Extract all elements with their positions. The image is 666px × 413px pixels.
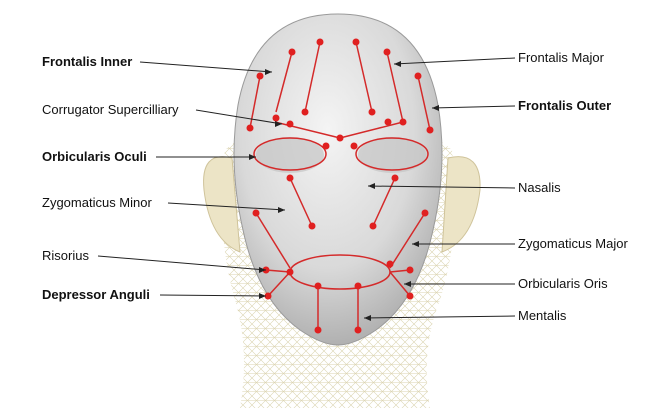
label-orbicularis-oculi: Orbicularis Oculi — [42, 150, 147, 164]
label-risorius: Risorius — [42, 249, 89, 263]
label-zygomaticus-minor: Zygomaticus Minor — [42, 196, 152, 210]
label-depressor-anguli: Depressor Anguli — [42, 288, 150, 302]
label-corrugator-supercilliary: Corrugator Supercilliary — [42, 103, 179, 117]
label-orbicularis-oris: Orbicularis Oris — [518, 277, 608, 291]
label-nasalis: Nasalis — [518, 181, 561, 195]
label-frontalis-major: Frontalis Major — [518, 51, 604, 65]
label-frontalis-outer: Frontalis Outer — [518, 99, 611, 113]
right-ear — [442, 157, 480, 252]
label-mentalis: Mentalis — [518, 309, 566, 323]
label-zygomaticus-major: Zygomaticus Major — [518, 237, 628, 251]
label-frontalis-inner: Frontalis Inner — [42, 55, 132, 69]
